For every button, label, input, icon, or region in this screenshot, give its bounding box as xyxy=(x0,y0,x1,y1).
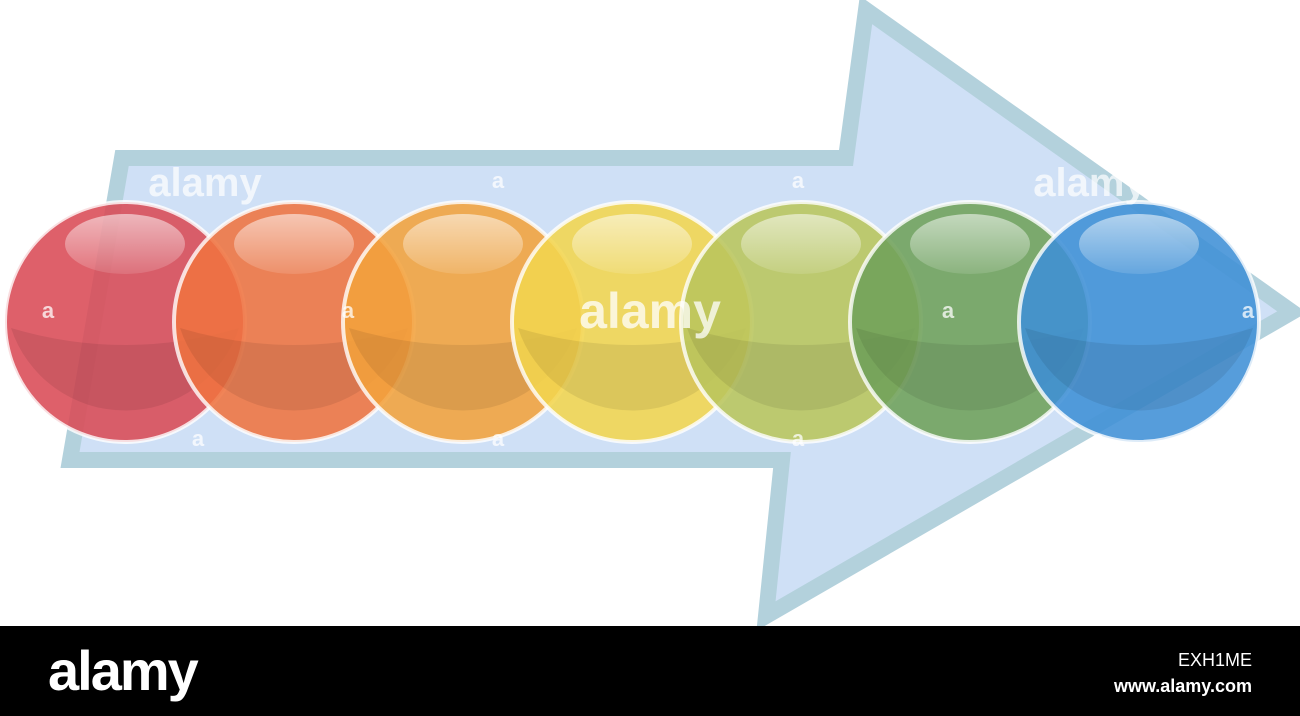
stock-footer-bar: alamy EXH1ME www.alamy.com xyxy=(0,626,1300,716)
watermark-layer: alamy alamy alamy a a a a a a a a a a xyxy=(42,161,1255,451)
watermark-top-left: alamy xyxy=(148,161,262,205)
watermark-mark: a xyxy=(492,168,505,193)
image-id: EXH1ME xyxy=(1177,650,1252,670)
watermark-mark: a xyxy=(342,298,355,323)
step-circle xyxy=(1017,200,1261,444)
watermark-mark: a xyxy=(792,168,805,193)
site-url: www.alamy.com xyxy=(1113,676,1252,696)
watermark-mark: a xyxy=(792,426,805,451)
watermark-top-right: alamy xyxy=(1033,161,1147,205)
step-circles xyxy=(3,200,1261,444)
step-circle xyxy=(679,200,923,444)
watermark-center: alamy xyxy=(579,283,721,339)
watermark-mark: a xyxy=(1092,426,1105,451)
alamy-logo: alamy xyxy=(48,639,199,702)
watermark-mark: a xyxy=(192,426,205,451)
watermark-mark: a xyxy=(492,426,505,451)
watermark-mark: a xyxy=(42,298,55,323)
watermark-mark: a xyxy=(942,298,955,323)
process-diagram: alamy alamy alamy a a a a a a a a a a xyxy=(3,0,1300,626)
watermark-mark: a xyxy=(1242,298,1255,323)
